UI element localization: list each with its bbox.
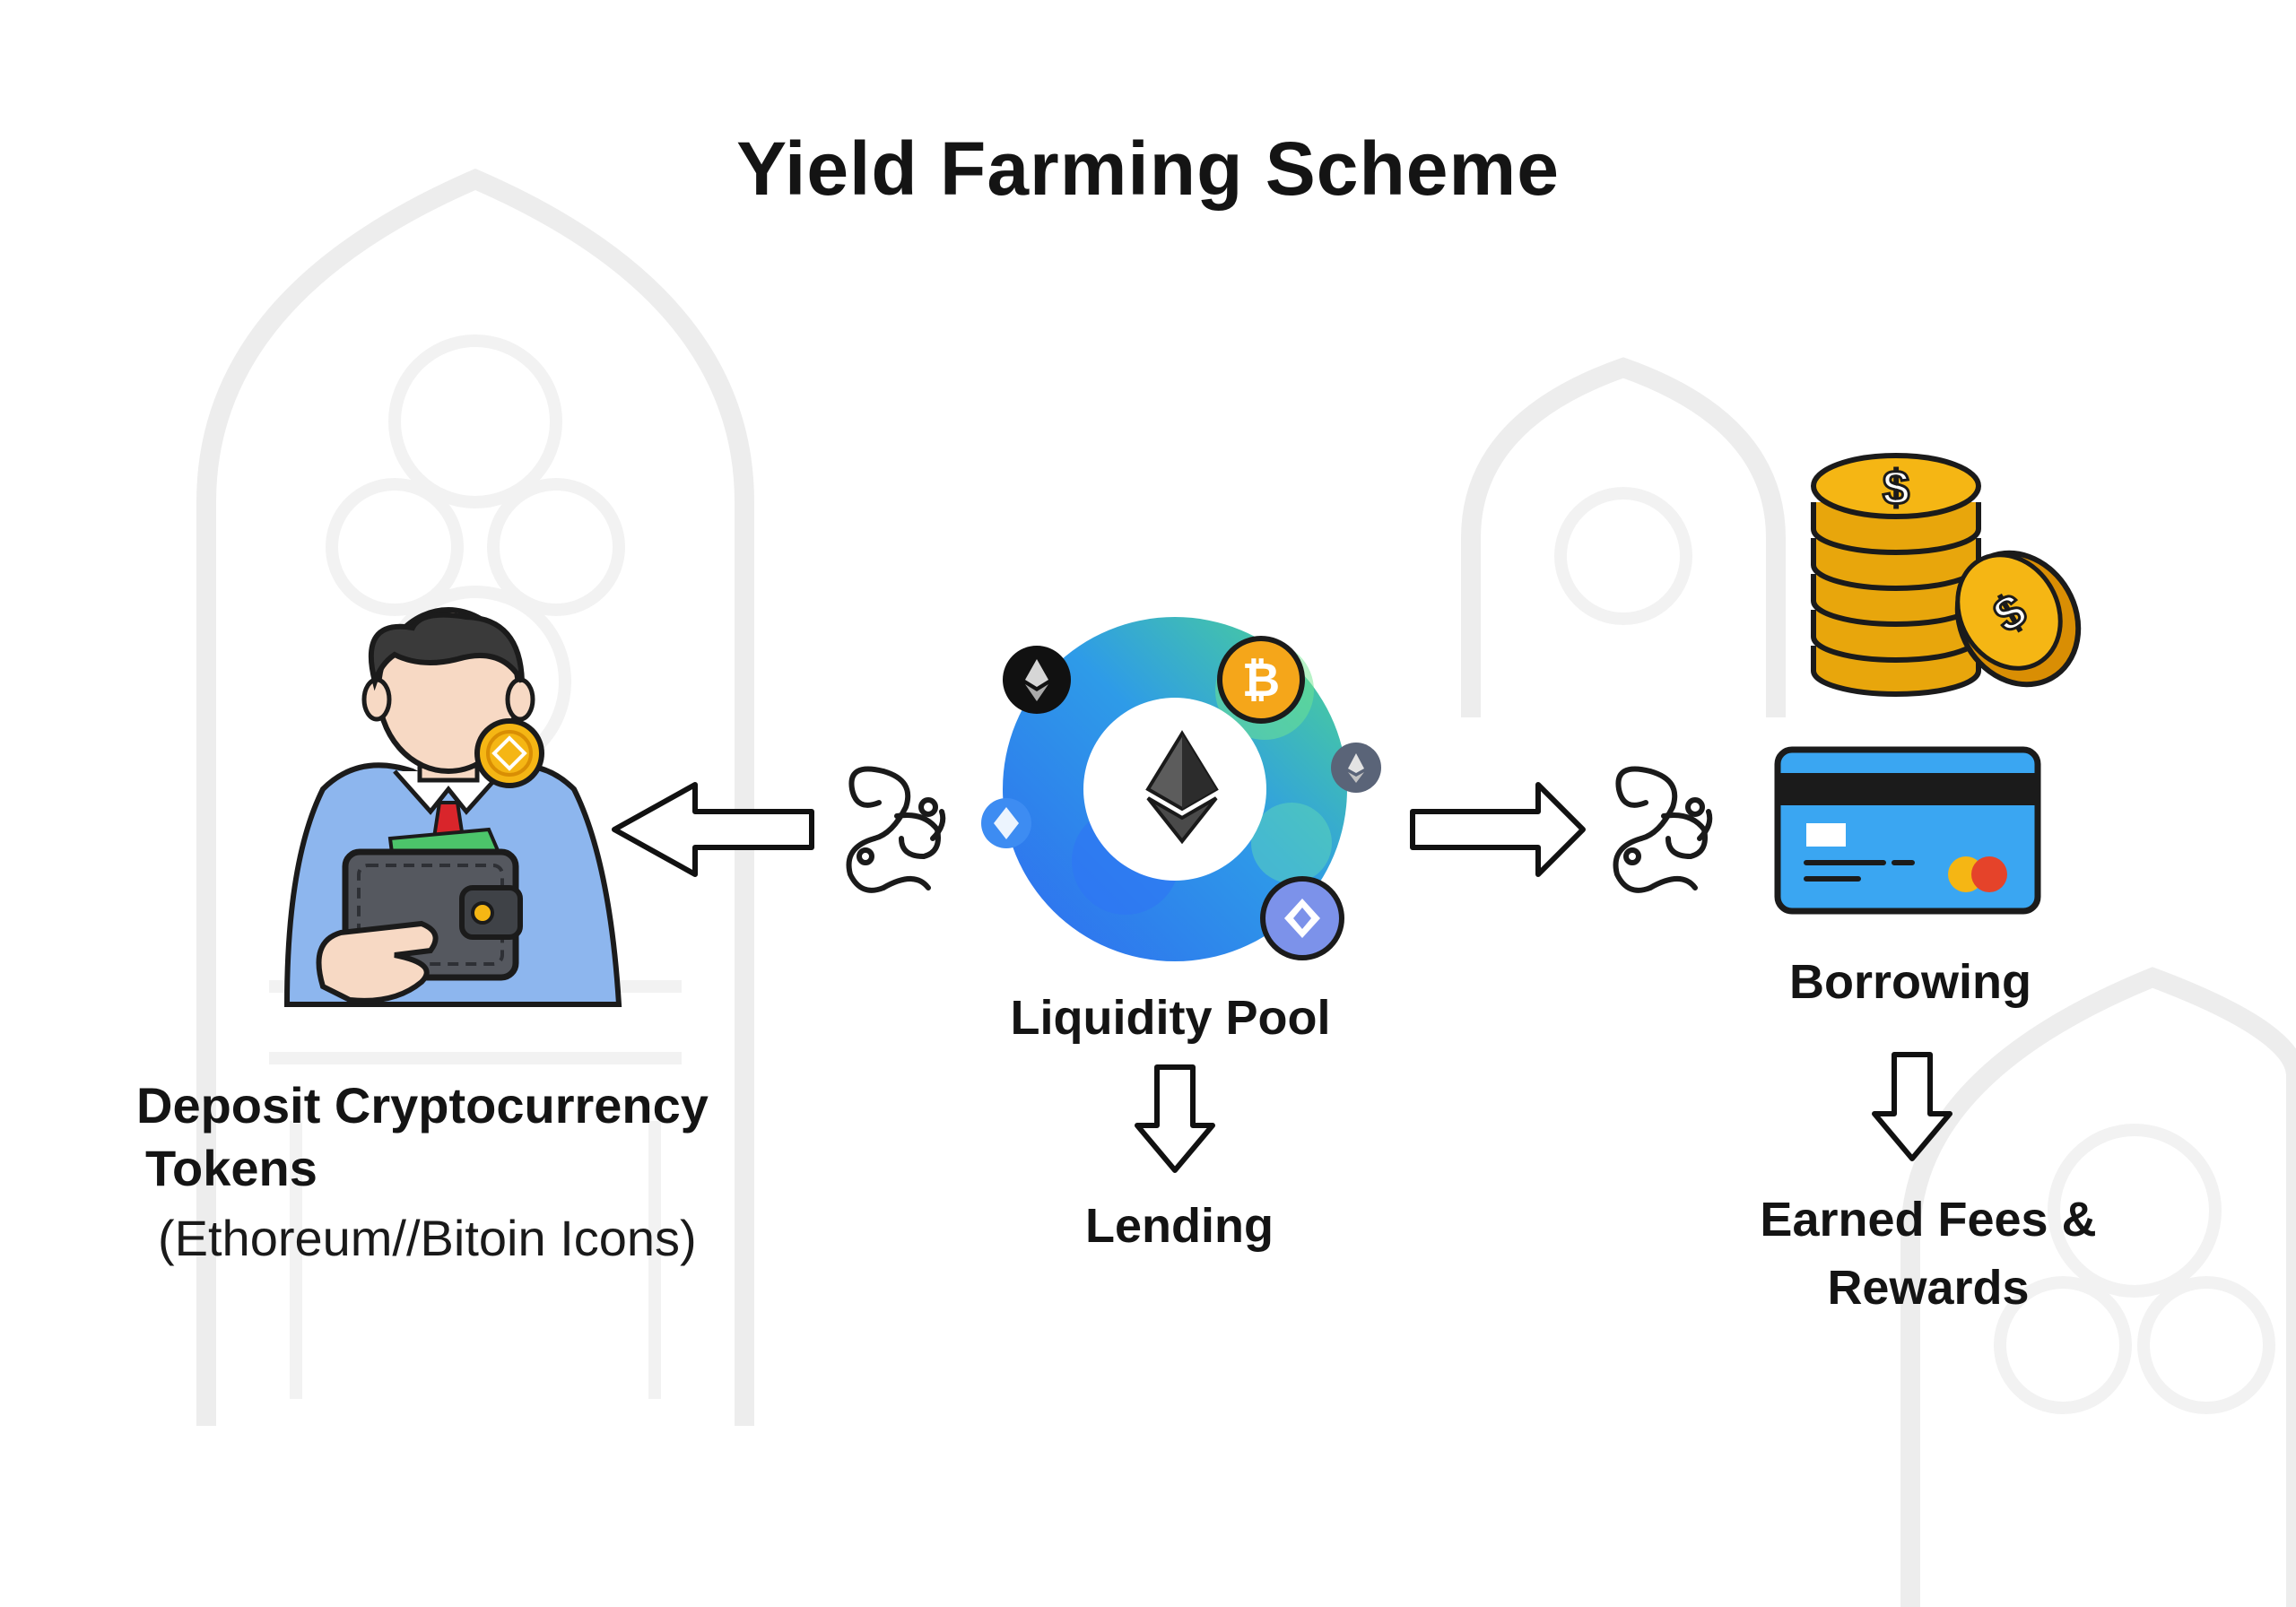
token-coin-icon bbox=[474, 718, 544, 788]
deposit-sublabel: (Ethoreum//Bitoin Icons) bbox=[158, 1210, 697, 1266]
tilted-dollar-coin-icon: $ bbox=[1954, 550, 2082, 688]
svg-text:$: $ bbox=[1883, 461, 1909, 515]
earned-fees-label: Earned Fees & Rewards bbox=[1704, 1186, 2152, 1322]
token-badge-coin-icon bbox=[1260, 876, 1344, 960]
deposit-label-line2: Tokens bbox=[145, 1140, 317, 1196]
watermark-arch-center bbox=[1461, 357, 1786, 717]
liquidity-pool-label: Liquidity Pool bbox=[1010, 991, 1331, 1045]
ethereum-center-icon bbox=[1145, 730, 1219, 845]
svg-text:₿: ₿ bbox=[1242, 655, 1280, 707]
deposit-label: Deposit Cryptocurrency Tokens bbox=[136, 1074, 709, 1200]
watermark-arch-left bbox=[196, 169, 754, 1426]
diagram-title: Yield Farming Scheme bbox=[736, 126, 1560, 211]
ethereum-black-coin-icon bbox=[1003, 646, 1071, 714]
earned-fees-line2: Rewards bbox=[1827, 1261, 2030, 1315]
diamond-token-coin-icon bbox=[981, 798, 1031, 848]
borrowing-label: Borrowing bbox=[1789, 955, 2031, 1009]
bitcoin-coin-icon: ₿ bbox=[1217, 636, 1305, 724]
watermark-arch-right bbox=[1900, 967, 2296, 1607]
ethereum-gray-coin-icon bbox=[1331, 743, 1381, 793]
earned-fees-line1: Earned Fees & bbox=[1760, 1193, 2097, 1247]
lending-label: Lending bbox=[1085, 1199, 1274, 1253]
deposit-label-line1: Deposit Cryptocurrency bbox=[136, 1077, 709, 1134]
